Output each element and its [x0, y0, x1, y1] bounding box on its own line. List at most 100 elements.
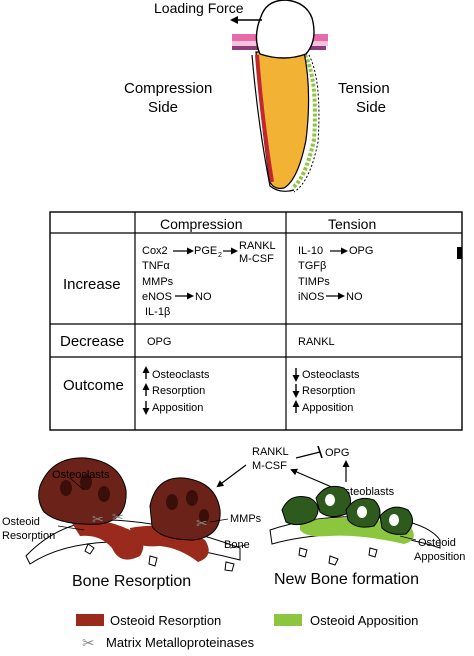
bone-resorption-title: Bone Resorption — [72, 573, 191, 590]
osteoblasts-label: Osteoblasts — [336, 486, 395, 498]
rankl-label: RANKL — [252, 446, 289, 458]
bone-resorption-illustration: ✂ ✂ ✂ — [25, 457, 247, 572]
tooth-illustration — [230, 0, 328, 193]
bone-fragment-5 — [328, 555, 339, 566]
compression-pdl — [255, 54, 274, 183]
mediator-table — [49, 211, 463, 431]
legend-label-mmp: Matrix Metalloproteinases — [106, 635, 255, 650]
osteoclast-1-nucleus-a — [60, 480, 72, 496]
tension-side-label-line1: Tension — [338, 80, 390, 97]
cell-opg: OPG — [349, 245, 373, 257]
cell-inos: iNOS — [298, 291, 324, 303]
col-header-tension: Tension — [328, 216, 376, 232]
row-label-decrease: Decrease — [60, 333, 124, 350]
cell-decrease-compression: OPG — [147, 336, 171, 348]
mmps-label: MMPs — [230, 513, 262, 525]
cell-enos: eNOS — [142, 291, 172, 303]
cell-osteoclasts-compression: Osteoclasts — [152, 369, 210, 381]
resorption-osteoid-1 — [70, 519, 144, 560]
cell-inos-no: NO — [346, 291, 363, 303]
loading-force-label: Loading Force — [154, 0, 244, 16]
osteoclast-2-nucleus-a — [166, 494, 178, 510]
mmp-scissors-icon-3: ✂ — [196, 516, 208, 532]
osteoclast-1-nucleus-c — [98, 486, 110, 502]
tooth-crown — [255, 0, 315, 59]
opg-label: OPG — [325, 447, 349, 459]
osteoid-apposition-label-line2: Apposition — [414, 551, 465, 563]
osteoblast-to-rankl-arrow — [290, 468, 335, 489]
cell-enos-no: NO — [195, 291, 212, 303]
legend-label-resorption: Osteoid Resorption — [110, 613, 221, 628]
legend-swatch-resorption — [76, 614, 104, 626]
cell-resorption-compression: Resorption — [152, 385, 205, 397]
osteoid-apposition-leader — [399, 535, 417, 541]
col-header-compression: Compression — [160, 216, 242, 232]
bone-fragment-6 — [368, 547, 378, 558]
osteoblast-nucleus-3 — [389, 514, 399, 526]
tension-bone-edge — [293, 54, 320, 193]
scissors-icon: ✂ — [82, 634, 95, 652]
legend-label-apposition: Osteoid Apposition — [310, 613, 418, 628]
legend: ✂ — [76, 614, 302, 652]
new-bone-illustration — [269, 485, 441, 566]
cell-resorption-tension: Resorption — [302, 385, 355, 397]
cell-osteoclasts-tension: Osteoclasts — [302, 369, 360, 381]
osteoclast-cell-1 — [38, 457, 127, 525]
cell-apposition-compression: Apposition — [152, 402, 203, 414]
cell-decrease-tension: RANKL — [298, 336, 335, 348]
cell-mcsf: M-CSF — [239, 253, 274, 265]
table-scroll-mark — [457, 247, 462, 259]
new-bone-formation-title: New Bone formation — [274, 571, 419, 588]
tension-side-label-line2: Side — [356, 99, 386, 116]
cell-tnf: TNFα — [142, 260, 170, 272]
osteoblast-nucleus-1 — [325, 494, 335, 506]
osteoclast-2-nucleus-b — [186, 490, 198, 506]
gum-left-light — [232, 41, 268, 46]
bone-fragment-3 — [224, 561, 235, 572]
cell-rankl: RANKL — [239, 240, 276, 252]
mmps-leader — [209, 518, 229, 523]
opg-inhibition-line — [295, 451, 321, 459]
cell-il1: IL-1β — [145, 306, 170, 318]
osteoid-apposition-label-line1: Osteoid — [418, 537, 456, 549]
cell-timps: TIMPs — [298, 276, 330, 288]
rankl-to-osteoclast-arrow — [216, 464, 247, 488]
tension-pdl — [290, 54, 317, 190]
compression-side-label-line2: Side — [148, 99, 178, 116]
bone-fragment-4 — [298, 547, 308, 558]
osteoid-resorption-leader — [57, 525, 85, 531]
gum-right-pink — [308, 34, 328, 41]
compression-bone-edge — [251, 54, 295, 192]
cell-pge: PGE — [194, 245, 217, 257]
osteoclast-1-nucleus-b — [80, 474, 92, 490]
bone-fragment-2 — [148, 555, 158, 567]
cell-mmps: MMPs — [142, 276, 174, 288]
opg-inhibition-bar — [317, 445, 323, 459]
mmp-scissors-icon-2: ✂ — [112, 510, 124, 526]
cell-il10: IL-10 — [298, 245, 323, 257]
signaling-arrows — [216, 445, 350, 489]
osteoblast-nucleus-2 — [357, 506, 367, 518]
osteoclast-2-nucleus-c — [199, 509, 209, 523]
osteoclast-cell-2 — [149, 477, 221, 541]
gum-left-pink — [232, 34, 268, 41]
cell-tgf: TGFβ — [298, 260, 326, 272]
bone-fragment-1 — [84, 543, 95, 555]
osteoid-resorption-label-line1: Osteoid — [2, 516, 40, 528]
gum-right-dark — [310, 46, 326, 50]
bone-leader — [229, 544, 247, 549]
mmp-scissors-icon-1: ✂ — [92, 512, 104, 528]
legend-swatch-apposition — [274, 614, 302, 626]
mcsf-label: M-CSF — [252, 460, 287, 472]
gum-right-light — [308, 41, 328, 46]
osteoclasts-leader — [69, 477, 85, 491]
osteoid-resorption-label-line2: Resorption — [2, 530, 55, 542]
row-label-outcome: Outcome — [63, 377, 124, 394]
osteoclasts-label: Osteoclasts — [52, 469, 110, 481]
table-border — [49, 211, 463, 431]
compression-side-label-line1: Compression — [124, 80, 212, 97]
gum-left-dark — [232, 46, 266, 50]
bone-label: Bone — [224, 539, 250, 551]
